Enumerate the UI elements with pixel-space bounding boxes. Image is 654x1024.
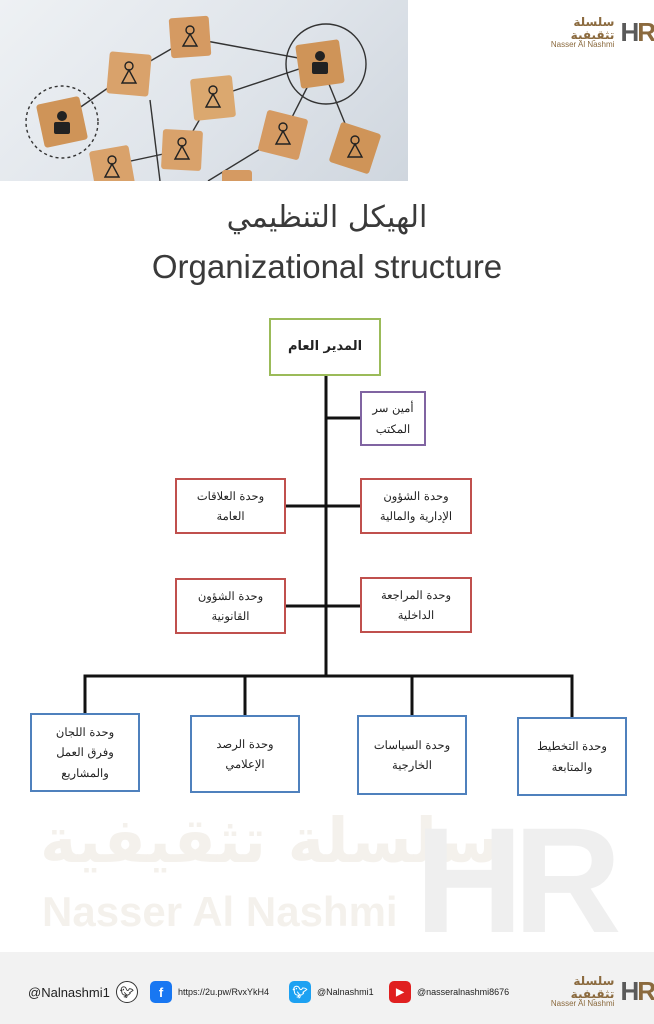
footer-youtube-link[interactable]: ▶ @nasseralnashmi8676: [389, 981, 509, 1003]
org-box-foreign-policy: وحدة السياسات الخارجية: [357, 715, 467, 795]
brand-name-english: Nasser Al Nashmi: [550, 999, 615, 1009]
twitter-icon: 🐦︎: [115, 981, 138, 1003]
footer-facebook-link[interactable]: f https://2u.pw/RvxYkH4: [150, 981, 269, 1003]
org-box-legal-affairs: وحدة الشؤون القانونية: [175, 578, 286, 634]
brand-name-english: Nasser Al Nashmi: [550, 40, 615, 50]
footer-brand-logo: سلسلة تثقيفية Nasser Al Nashmi HR: [526, 975, 654, 1009]
org-box-media-monitoring: وحدة الرصد الإعلامي: [190, 715, 300, 793]
footer-handle-main[interactable]: @Nalnashmi1 🐦︎: [28, 981, 138, 1003]
hr-logo-icon: HR: [620, 976, 654, 1007]
brand-name-arabic: سلسلة تثقيفية: [570, 974, 615, 1001]
youtube-icon: ▶: [389, 981, 411, 1003]
footer-bar: [0, 952, 654, 1024]
watermark: سلسلة تثقيفية Nasser Al Nashmi HR: [40, 796, 622, 964]
brand-logo: سلسلة تثقيفية Nasser Al Nashmi HR: [526, 16, 654, 50]
org-box-general-manager: المدير العام: [269, 318, 381, 376]
brand-name-arabic: سلسلة تثقيفية: [570, 15, 615, 42]
org-box-committees-projects: وحدة اللجان وفرق العمل والمشاريع: [30, 713, 140, 792]
org-box-internal-audit: وحدة المراجعة الداخلية: [360, 577, 472, 633]
header-photo: [0, 0, 408, 181]
twitter-icon: 🐦︎: [289, 981, 311, 1003]
page-title-english: Organizational structure: [151, 248, 503, 285]
footer-twitter-link[interactable]: 🐦︎ @Nalnashmi1: [289, 981, 374, 1003]
org-box-planning-followup: وحدة التخطيط والمتابعة: [517, 717, 627, 796]
network-illustration: [25, 15, 381, 181]
facebook-icon: f: [150, 981, 172, 1003]
org-box-office-secretary: أمين سر المكتب: [360, 391, 426, 446]
org-box-admin-finance: وحدة الشؤون الإدارية والمالية: [360, 478, 472, 534]
org-box-public-relations: وحدة العلاقات العامة: [175, 478, 286, 534]
page-title-arabic: الهيكل التنظيمي: [226, 200, 428, 235]
hr-logo-icon: HR: [620, 17, 654, 48]
